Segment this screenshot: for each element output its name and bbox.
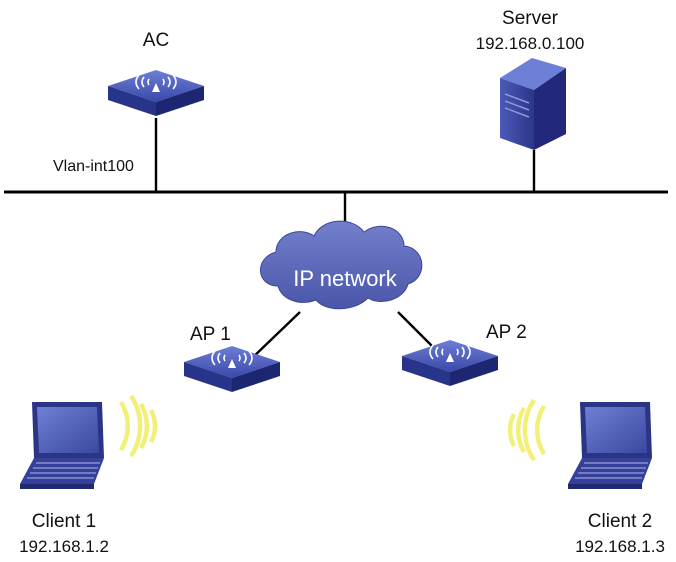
client1-label: Client 1 xyxy=(32,511,96,532)
server-tower-icon xyxy=(500,58,566,150)
wireless-controller-icon xyxy=(107,69,205,117)
wireless-signal-icon xyxy=(119,394,158,458)
laptop-icon xyxy=(19,401,105,490)
ap1-label: AP 1 xyxy=(190,324,231,345)
server-ip-label: 192.168.0.100 xyxy=(476,34,585,53)
ap1-link xyxy=(249,311,301,361)
client2-label: Client 2 xyxy=(588,511,652,532)
laptop-icon xyxy=(567,401,653,490)
access-point-icon xyxy=(183,345,281,393)
wireless-signal-icon xyxy=(507,398,546,462)
ap2-label: AP 2 xyxy=(486,322,527,343)
access-point-icon xyxy=(401,339,499,387)
cloud-icon xyxy=(260,220,423,310)
client2-ip-label: 192.168.1.3 xyxy=(575,537,665,556)
server-label: Server xyxy=(502,8,559,29)
network-label: IP network xyxy=(293,266,398,291)
ac-label: AC xyxy=(143,30,169,51)
client1-ip-label: 192.168.1.2 xyxy=(19,537,109,556)
links xyxy=(4,118,668,361)
ac-interface-label: Vlan-int100 xyxy=(53,158,134,175)
